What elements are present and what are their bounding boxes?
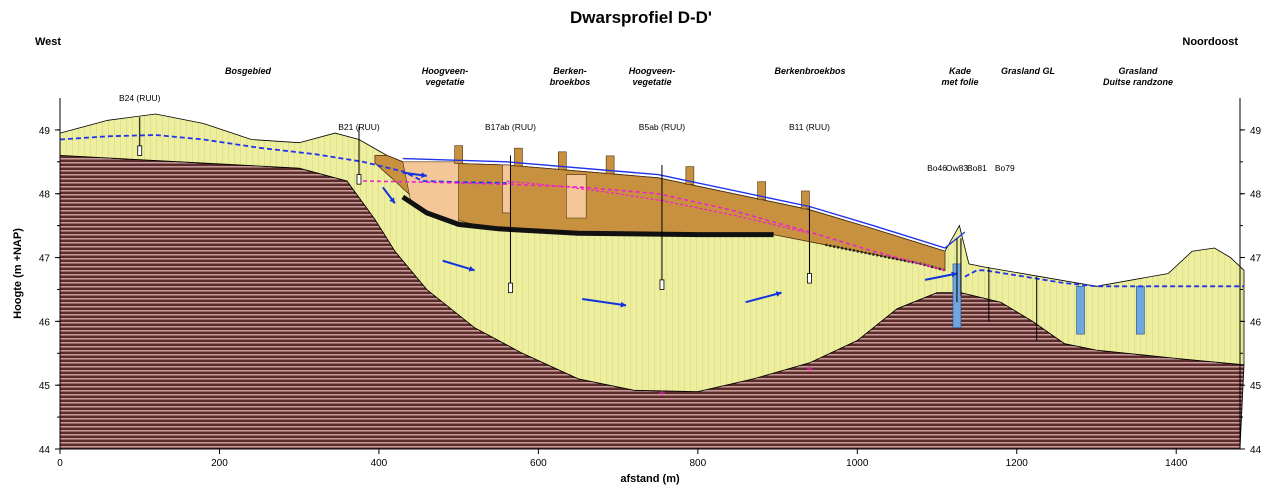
well-filter xyxy=(659,279,665,290)
well-filter xyxy=(356,174,362,185)
ditch-water xyxy=(1136,285,1145,335)
y-tick-label-left: 49 xyxy=(39,126,51,137)
ditch-water xyxy=(1076,285,1085,335)
well-label: Bo81 xyxy=(967,163,987,173)
dark-bottom-layer xyxy=(401,194,774,238)
y-tick-label-left: 45 xyxy=(39,381,51,392)
flow-arrow-head xyxy=(468,266,475,272)
well-label: Bo46 xyxy=(927,163,947,173)
well-label: B5ab (RUU) xyxy=(639,122,685,132)
y-tick-label-right: 46 xyxy=(1250,317,1262,328)
zone-label: Hoogveen-vegetatie xyxy=(629,66,676,87)
peat-hummock xyxy=(801,190,810,210)
groundwater-line-east xyxy=(964,269,1244,288)
zone-label: Berken-broekbos xyxy=(550,66,591,87)
well-filter xyxy=(508,282,513,294)
x-tick-label: 400 xyxy=(371,458,388,469)
peat-hummock xyxy=(605,155,615,175)
y-tick-label-left: 46 xyxy=(39,317,51,328)
light-peat-zone xyxy=(565,174,587,219)
y-tick-label-right: 44 xyxy=(1250,445,1262,456)
flow-arrow-head xyxy=(389,197,395,204)
well-filter xyxy=(807,273,812,284)
peat-hummock xyxy=(757,181,766,200)
y-tick-label-right: 45 xyxy=(1250,381,1262,392)
x-tick-label: 1200 xyxy=(1006,458,1029,469)
well-label: Bo79 xyxy=(995,163,1015,173)
y-tick-label-right: 48 xyxy=(1250,190,1262,201)
zone-label: Grasland GL xyxy=(1001,66,1055,76)
x-tick-label: 1000 xyxy=(846,458,869,469)
hydraulic-head-line-upper xyxy=(506,180,810,234)
peat-hummock xyxy=(514,147,523,167)
y-tick-label-right: 47 xyxy=(1250,254,1262,265)
zone-label: Bosgebied xyxy=(225,66,272,76)
x-tick-label: 200 xyxy=(211,458,228,469)
flow-arrow-head xyxy=(775,291,782,297)
y-tick-label-left: 47 xyxy=(39,254,51,265)
well-label: B24 (RUU) xyxy=(119,93,161,103)
well-label: B11 (RUU) xyxy=(789,122,830,132)
well-label: Ow83 xyxy=(946,163,968,173)
direction-west-label: West xyxy=(35,36,62,48)
y-tick-label-right: 49 xyxy=(1250,126,1262,137)
y-tick-label-left: 48 xyxy=(39,190,51,201)
well-label: B21 (RUU) xyxy=(338,122,380,132)
well-label: B17ab (RUU) xyxy=(485,122,536,132)
direction-northeast-label: Noordoost xyxy=(1182,36,1238,48)
flow-arrow-head xyxy=(421,172,427,179)
zone-label: Berkenbroekbos xyxy=(774,66,845,76)
x-tick-label: 1400 xyxy=(1165,458,1188,469)
dark-bottom-dotted xyxy=(825,243,946,272)
flow-arrow-head xyxy=(951,271,957,278)
zone-label: Hoogveen-vegetatie xyxy=(422,66,469,87)
head-marker: + xyxy=(806,362,813,376)
flow-arrow xyxy=(745,291,782,304)
figure-title: Dwarsprofiel D-D' xyxy=(570,8,712,27)
flow-arrow-head xyxy=(620,301,627,308)
flow-arrow xyxy=(582,298,627,307)
flow-arrow xyxy=(442,259,475,272)
well-filter xyxy=(137,145,143,156)
head-marker: + xyxy=(658,386,665,400)
x-axis-label: afstand (m) xyxy=(620,473,680,485)
peat-hummock xyxy=(454,145,463,164)
x-tick-label: 800 xyxy=(689,458,706,469)
x-tick-label: 600 xyxy=(530,458,547,469)
x-tick-label: 0 xyxy=(57,458,63,469)
groundwater-line-west xyxy=(59,134,507,184)
hydraulic-head-line xyxy=(362,180,946,272)
y-tick-label-left: 44 xyxy=(39,445,51,456)
peat-hummock xyxy=(685,166,695,185)
peat-hummock xyxy=(557,151,567,171)
flow-arrow xyxy=(924,272,958,281)
y-axis-label: Hoogte (m +NAP) xyxy=(12,228,24,319)
